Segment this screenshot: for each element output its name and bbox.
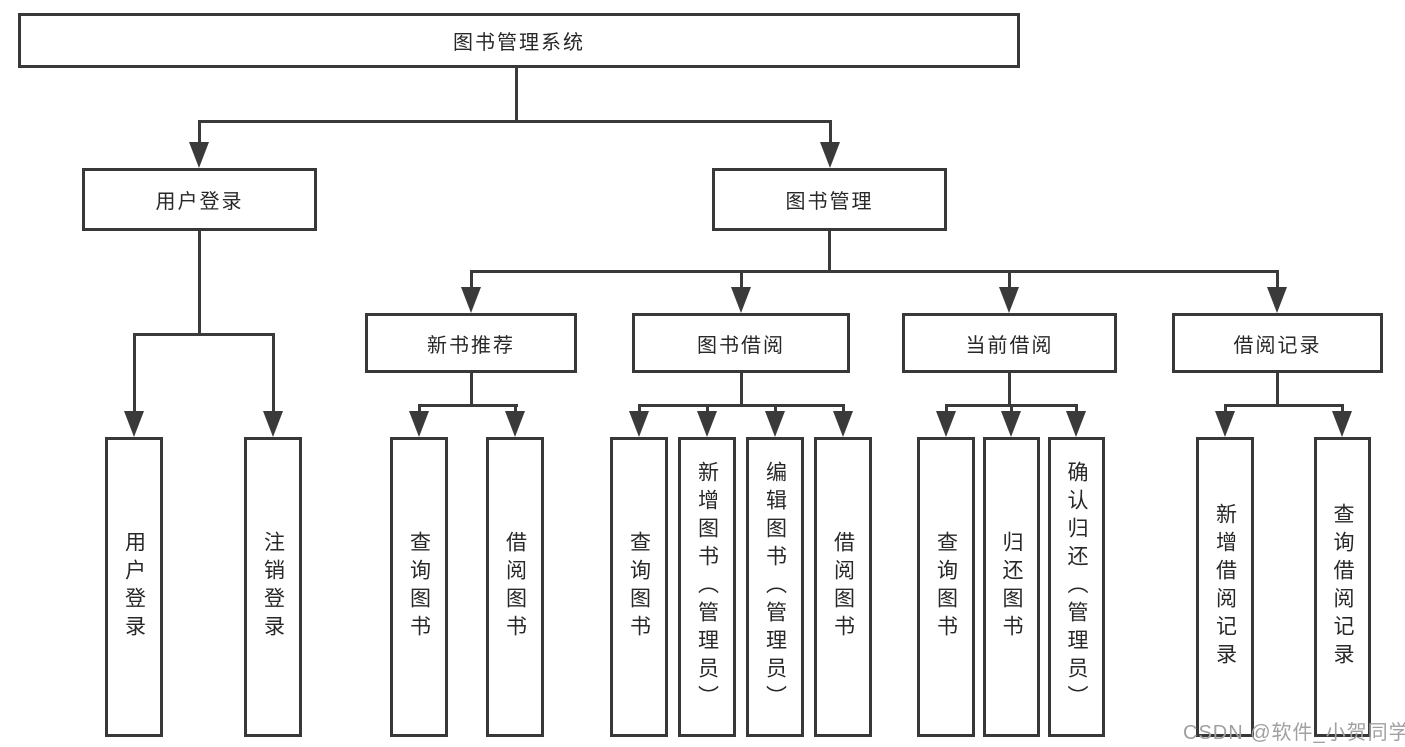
connector-vline <box>842 404 845 414</box>
node-user-login: 用户登录 <box>82 168 317 231</box>
leaf-add-borrow-record: 新增借阅记录 <box>1196 437 1254 737</box>
connector-vline <box>418 404 421 414</box>
leaf-query-books-current: 查询图书 <box>917 437 975 737</box>
arrow-down-icon <box>124 411 144 437</box>
arrow-down-icon <box>731 287 751 313</box>
connector-hline <box>638 404 845 407</box>
leaf-query-books-borrowing: 查询图书 <box>610 437 668 737</box>
connector-vline <box>1276 373 1279 406</box>
arrow-down-icon <box>820 142 840 168</box>
connector-vline <box>515 68 518 122</box>
connector-vline <box>198 231 201 336</box>
node-book-management: 图书管理 <box>712 168 947 231</box>
arrow-down-icon <box>1267 287 1287 313</box>
leaf-user-login: 用户登录 <box>105 437 163 737</box>
node-new-book-recommend: 新书推荐 <box>365 313 577 373</box>
csdn-watermark: CSDN @软件_小贺同学 <box>1183 722 1405 744</box>
leaf-query-borrow-record: 查询借阅记录 <box>1314 437 1371 737</box>
connector-hline <box>418 404 518 407</box>
arrow-down-icon <box>629 411 649 437</box>
arrow-down-icon <box>461 287 481 313</box>
connector-vline <box>133 333 136 413</box>
leaf-logout: 注销登录 <box>244 437 302 737</box>
connector-vline <box>1008 270 1011 290</box>
connector-vline <box>774 404 777 414</box>
arrow-down-icon <box>999 287 1019 313</box>
arrow-down-icon <box>1066 411 1086 437</box>
node-borrowing-records: 借阅记录 <box>1172 313 1383 373</box>
arrow-down-icon <box>505 411 525 437</box>
arrow-down-icon <box>1001 411 1021 437</box>
connector-hline <box>1224 404 1343 407</box>
connector-vline <box>470 373 473 406</box>
connector-vline <box>470 270 473 290</box>
connector-vline <box>829 120 832 146</box>
connector-hline <box>470 270 1279 273</box>
leaf-confirm-return-admin: 确认归还（管理员） <box>1048 437 1105 737</box>
connector-vline <box>1010 404 1013 414</box>
node-book-borrowing: 图书借阅 <box>632 313 850 373</box>
node-current-borrowing: 当前借阅 <box>902 313 1117 373</box>
arrow-down-icon <box>765 411 785 437</box>
connector-vline <box>1075 404 1078 414</box>
connector-vline <box>1008 373 1011 406</box>
leaf-query-books-recommend: 查询图书 <box>390 437 448 737</box>
arrow-down-icon <box>1332 411 1352 437</box>
connector-vline <box>1276 270 1279 290</box>
connector-vline <box>740 270 743 290</box>
arrow-down-icon <box>409 411 429 437</box>
connector-vline <box>828 231 831 273</box>
leaf-borrow-books-recommend: 借阅图书 <box>486 437 544 737</box>
leaf-add-books-admin: 新增图书（管理员） <box>678 437 736 737</box>
arrow-down-icon <box>936 411 956 437</box>
connector-vline <box>945 404 948 414</box>
arrow-down-icon <box>697 411 717 437</box>
connector-vline <box>740 373 743 406</box>
connector-vline <box>1341 404 1344 414</box>
leaf-borrow-books: 借阅图书 <box>814 437 872 737</box>
connector-vline <box>638 404 641 414</box>
connector-vline <box>706 404 709 414</box>
arrow-down-icon <box>1215 411 1235 437</box>
node-root-library-system: 图书管理系统 <box>18 13 1020 68</box>
connector-vline <box>1224 404 1227 414</box>
connector-vline <box>272 333 275 413</box>
connector-hline <box>198 120 832 123</box>
arrow-down-icon <box>189 142 209 168</box>
connector-vline <box>514 404 517 414</box>
arrow-down-icon <box>263 411 283 437</box>
connector-hline <box>133 333 275 336</box>
connector-vline <box>198 120 201 146</box>
leaf-return-books: 归还图书 <box>983 437 1040 737</box>
leaf-edit-books-admin: 编辑图书（管理员） <box>746 437 804 737</box>
arrow-down-icon <box>833 411 853 437</box>
